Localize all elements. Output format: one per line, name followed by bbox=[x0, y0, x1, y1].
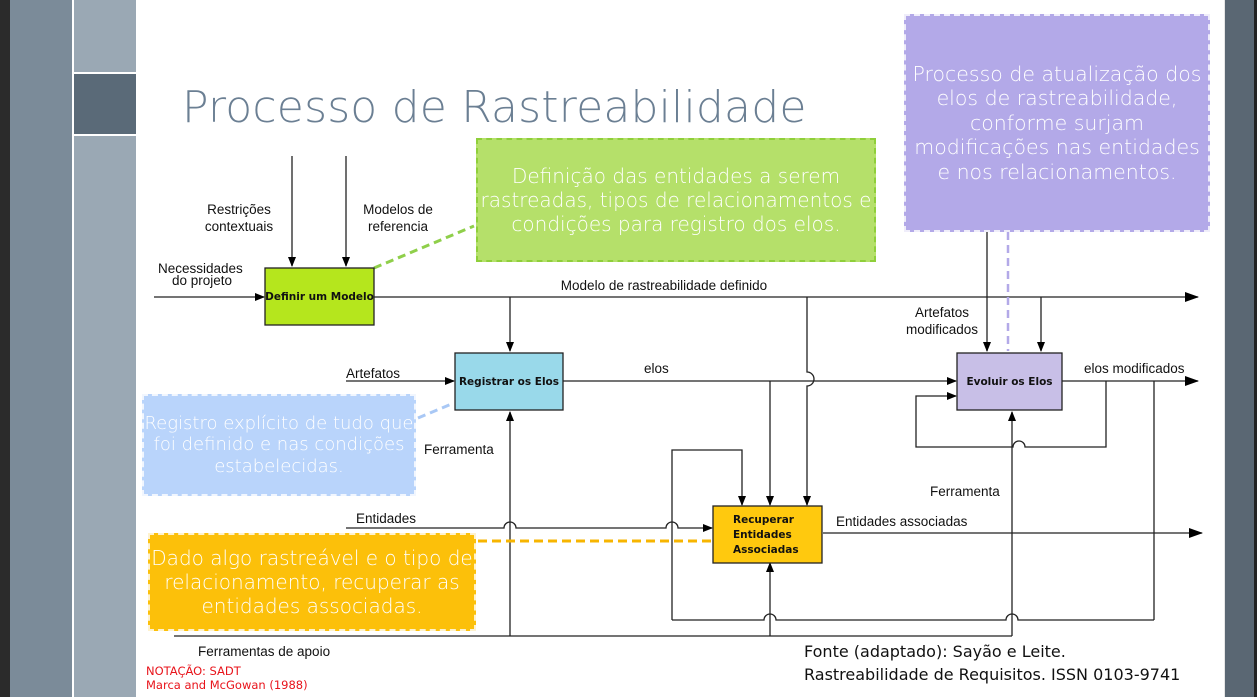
callout-recuperar-entidades-text: Dado algo rastreável e o tipo de relacio… bbox=[151, 546, 473, 618]
box-registrar-elos bbox=[454, 352, 564, 411]
callout-evoluir-elos: Processo de atualização dos elos de rast… bbox=[904, 14, 1210, 232]
label-artefatos-modificados-1: Artefatos bbox=[915, 305, 969, 320]
label-ferramenta-evoluir: Ferramenta bbox=[930, 484, 1000, 499]
callout-registrar-elos-text: Registro explícito de tudo que foi defin… bbox=[144, 412, 414, 477]
source-citation: Fonte (adaptado): Sayão e Leite. Rastrea… bbox=[804, 640, 1180, 686]
slide-side-gap bbox=[72, 0, 74, 697]
label-restricoes-1: Restrições bbox=[207, 202, 271, 217]
box-definir-modelo-label: Definir um Modelo bbox=[265, 291, 374, 303]
arrow-recuperar-loop bbox=[671, 449, 746, 620]
label-restricoes-2: contextuais bbox=[205, 219, 274, 234]
label-necessidades-2: do projeto bbox=[172, 273, 232, 288]
callout-recuperar-entidades: Dado algo rastreável e o tipo de relacio… bbox=[148, 533, 476, 631]
arrow-evoluir-feedback bbox=[915, 381, 1107, 448]
box-recuperar-label-2: Entidades bbox=[733, 529, 792, 541]
slide-tile-bottom bbox=[74, 136, 136, 697]
notation-citation: NOTAÇÃO: SADT Marca and McGowan (1988) bbox=[146, 664, 308, 693]
label-elos: elos bbox=[644, 361, 669, 376]
connector-green bbox=[373, 224, 475, 270]
slide-tile-top bbox=[74, 0, 136, 72]
box-definir-modelo bbox=[264, 267, 375, 326]
slide-side-band bbox=[10, 0, 72, 697]
callout-evoluir-elos-text: Processo de atualização dos elos de rast… bbox=[912, 61, 1202, 184]
box-recuperar-label-3: Associadas bbox=[733, 544, 799, 556]
arrow-modelo-to-recuperar bbox=[803, 297, 815, 506]
callout-registrar-elos: Registro explícito de tudo que foi defin… bbox=[142, 394, 416, 496]
slide-right-band bbox=[1224, 0, 1257, 697]
label-ferramentas-apoio: Ferramentas de apoio bbox=[198, 644, 330, 659]
source-line-2: Rastreabilidade de Requisitos. ISSN 0103… bbox=[804, 665, 1181, 685]
notation-line-1: NOTAÇÃO: SADT bbox=[146, 664, 241, 678]
source-line-1: Fonte (adaptado): Sayão e Leite. bbox=[804, 642, 1066, 661]
window-edge-left bbox=[0, 0, 10, 697]
label-modelos-ref-2: referencia bbox=[368, 219, 429, 234]
box-evoluir-elos-label: Evoluir os Elos bbox=[966, 376, 1052, 388]
label-artefatos-modificados-2: modificados bbox=[906, 322, 978, 337]
line-bottom-return bbox=[672, 613, 1154, 621]
callout-definir-modelo-text: Definição das entidades a serem rastread… bbox=[480, 164, 872, 236]
label-entidades: Entidades bbox=[356, 511, 416, 526]
box-recuperar-entidades bbox=[712, 505, 823, 564]
label-artefatos: Artefatos bbox=[346, 366, 400, 381]
slide-tile-accent bbox=[74, 74, 136, 134]
box-evoluir-elos bbox=[956, 352, 1063, 411]
label-entidades-associadas: Entidades associadas bbox=[836, 514, 968, 529]
label-elos-modificados: elos modificados bbox=[1084, 361, 1185, 376]
label-ferramenta-registrar: Ferramenta bbox=[424, 442, 494, 457]
window-edge-right bbox=[1254, 0, 1257, 697]
arrow-entidades bbox=[346, 521, 713, 532]
box-recuperar-label-1: Recuperar bbox=[733, 514, 795, 526]
box-registrar-elos-label: Registrar os Elos bbox=[459, 376, 559, 388]
label-modelo-definido: Modelo de rastreabilidade definido bbox=[561, 278, 767, 293]
slide-title: Processo de Rastreabilidade bbox=[182, 82, 807, 133]
label-necessidades-1: Necessidades bbox=[158, 261, 243, 276]
callout-definir-modelo: Definição das entidades a serem rastread… bbox=[476, 138, 876, 262]
connector-blue bbox=[417, 401, 455, 420]
notation-line-2: Marca and McGowan (1988) bbox=[146, 678, 308, 693]
label-modelos-ref-1: Modelos de bbox=[363, 202, 433, 217]
